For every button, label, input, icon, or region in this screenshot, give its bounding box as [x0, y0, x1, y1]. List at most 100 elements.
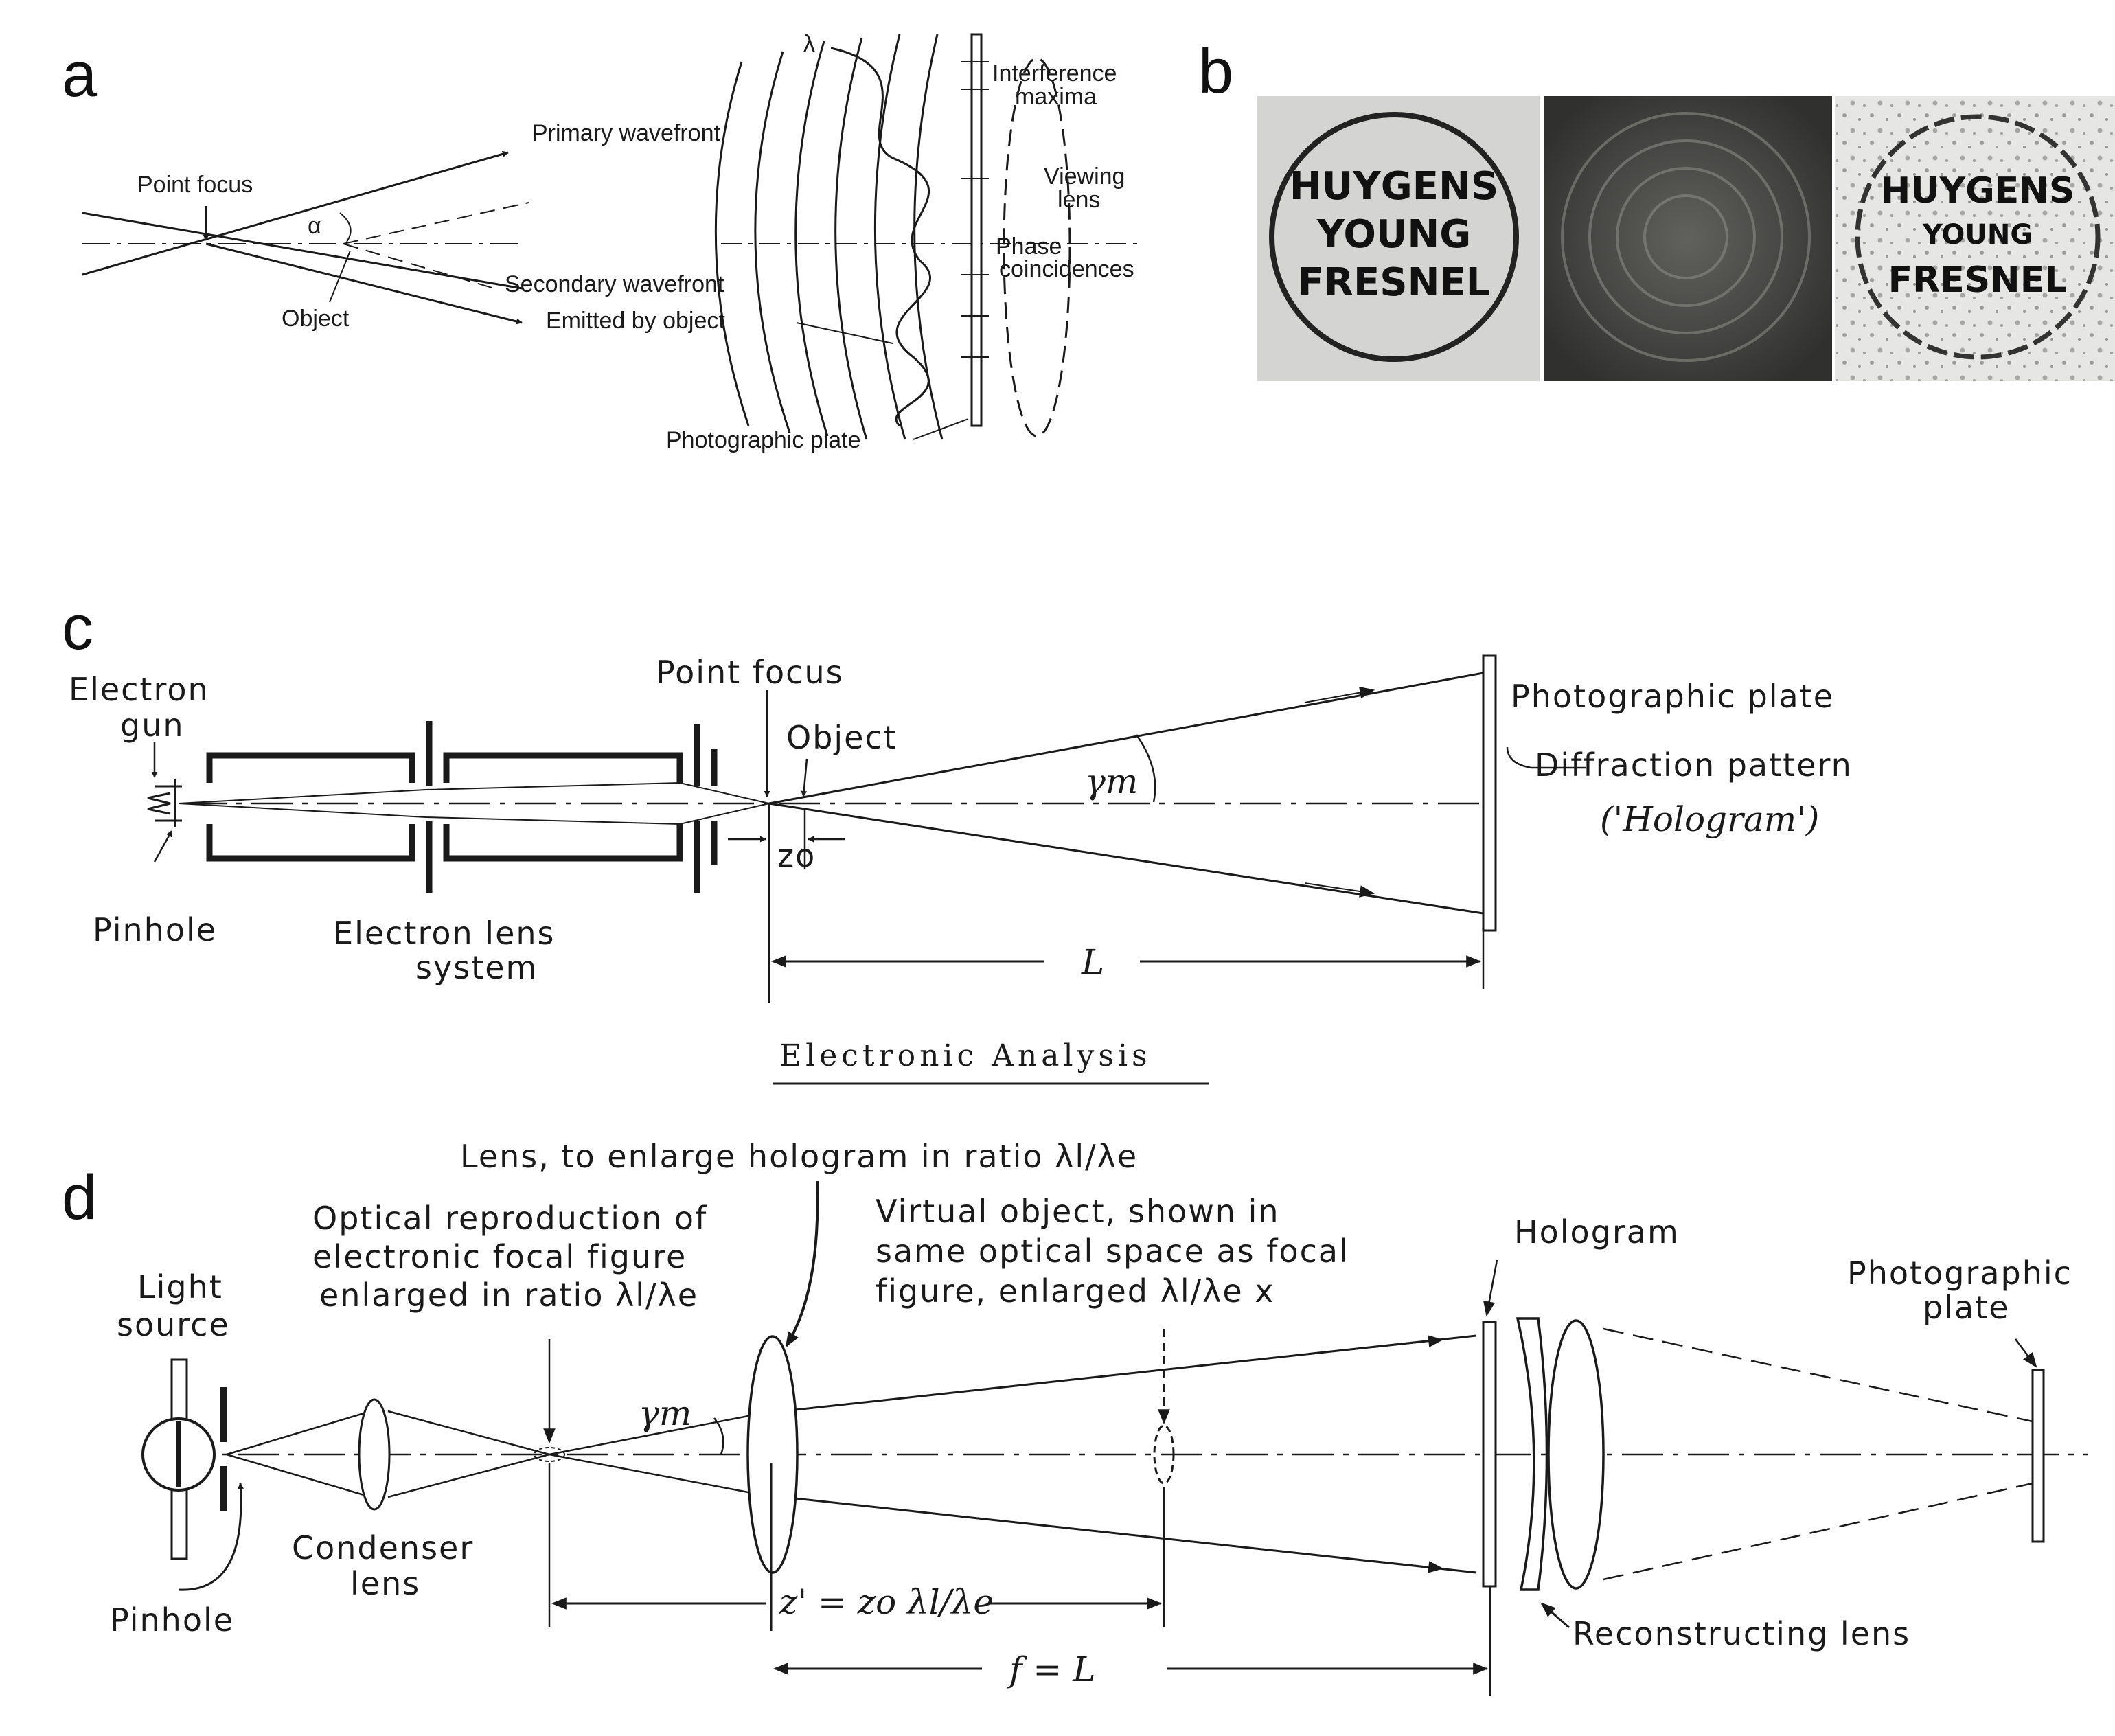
photo-3-line-3: FRESNEL — [1888, 260, 2068, 301]
ray-c-lower — [768, 802, 1484, 915]
ray-d-lower — [782, 1496, 1477, 1574]
label-object-a: Object — [282, 306, 350, 332]
photo-circle-3 — [1855, 114, 2101, 360]
heading-electronic-analysis: Electronic Analysis — [779, 1038, 1152, 1073]
photo-tile-original — [1257, 96, 1540, 381]
label-pinhole-c: Pinhole — [93, 911, 217, 948]
label-viewing-2: lens — [1058, 187, 1100, 213]
label-object-c: Object — [786, 719, 898, 756]
panel-letter-a: a — [62, 40, 98, 110]
lens-box-1-top — [206, 752, 415, 783]
photo-3-line-2: YOUNG — [1922, 219, 2033, 251]
photographic-plate-a — [970, 33, 983, 427]
label-interference-1: Interference — [992, 60, 1117, 87]
label-primary-wavefront: Primary wavefront — [532, 120, 721, 146]
panel-letter-c: c — [62, 593, 93, 663]
plate-ticks — [961, 61, 989, 358]
photo-1-line-2: YOUNG — [1316, 212, 1471, 257]
label-condenser-2: lens — [350, 1565, 420, 1602]
label-photo-plate-d-1: Photographic — [1847, 1255, 2072, 1292]
pinhole-leader-d — [178, 1483, 244, 1591]
label-optical-repro-2: electronic focal figure — [312, 1238, 687, 1275]
label-zo: zo — [777, 837, 816, 874]
label-diffraction-pattern: Diffraction pattern — [1535, 746, 1853, 784]
label-light-source-2: source — [117, 1306, 230, 1343]
label-point-focus-a: Point focus — [137, 172, 253, 198]
secondary-dash-2 — [343, 243, 495, 289]
enlarging-lens — [746, 1335, 799, 1574]
lens-enlarge-leader — [785, 1180, 819, 1347]
label-secondary-wavefront: Secondary wavefront — [505, 271, 724, 297]
alpha-arc — [339, 212, 352, 242]
reconstructing-lens-plano — [1516, 1317, 1548, 1591]
label-alpha: α — [308, 213, 321, 239]
label-phase-2: coincidences — [999, 256, 1134, 282]
ray-emitted — [205, 242, 523, 325]
plate-leader-a — [913, 418, 969, 440]
emitted-leader — [796, 322, 893, 344]
virtual-object — [1153, 1424, 1175, 1485]
focal-figure — [534, 1447, 565, 1462]
label-virtual-object-1: Virtual object, shown in — [876, 1193, 1280, 1230]
photographic-plate-d — [2031, 1369, 2045, 1543]
gamma-arc-c — [1135, 734, 1156, 803]
panel-b-photos: HUYGENS YOUNG FRESNEL HUYGENS YOUNG FRES… — [1257, 96, 2115, 381]
label-phase-1: Phase — [996, 233, 1062, 260]
panel-letter-b: b — [1198, 36, 1233, 106]
label-emitted-by-object: Emitted by object — [546, 308, 725, 334]
lens-box-2-top — [443, 752, 683, 783]
secondary-dash — [343, 202, 529, 244]
label-reconstructing-lens: Reconstructing lens — [1573, 1615, 1910, 1652]
label-hologram-quote: ('Hologram') — [1600, 799, 1819, 839]
label-lens-enlarge: Lens, to enlarge hologram in ratio λl/λe — [460, 1138, 1138, 1175]
label-hologram: Hologram — [1514, 1213, 1680, 1250]
ray-d-upper — [782, 1334, 1477, 1413]
viewing-lens — [1003, 57, 1071, 437]
label-f-eq-L: f = L — [1007, 1649, 1095, 1689]
label-electron-gun-1: Electron — [69, 671, 209, 708]
photo-3-line-1: HUYGENS — [1881, 170, 2075, 212]
ray-lower — [82, 212, 523, 290]
label-condenser-1: Condenser — [292, 1529, 474, 1566]
label-light-source-1: Light — [137, 1268, 223, 1305]
label-electron-lens-2: system — [415, 949, 538, 986]
gamma-arc-d — [713, 1417, 724, 1455]
label-interference-2: maxima — [1015, 84, 1097, 110]
diffraction-leader — [1506, 746, 1586, 769]
label-pinhole-d: Pinhole — [110, 1601, 234, 1638]
electron-gun — [147, 792, 171, 815]
panel-a-diagram: Point focus Object α Primary wavefront S… — [82, 31, 1140, 453]
label-optical-repro-1: Optical reproduction of — [312, 1200, 707, 1237]
hologram-fringes — [1561, 112, 1811, 362]
label-L-c: L — [1081, 942, 1104, 982]
photo-1-line-1: HUYGENS — [1290, 164, 1498, 209]
label-electron-gun-2: gun — [120, 707, 185, 744]
wavefront-arcs — [714, 34, 944, 440]
label-optical-repro-3: enlarged in ratio λl/λe — [319, 1277, 698, 1314]
label-z-prime: z' = zo λl/λe — [779, 1582, 994, 1622]
photo-1-line-3: FRESNEL — [1298, 260, 1491, 305]
aperture-plates — [426, 721, 718, 893]
ray-upper — [82, 150, 509, 276]
label-photographic-plate-a: Photographic plate — [666, 427, 861, 453]
condenser-lens — [358, 1398, 391, 1511]
label-photographic-plate-c: Photographic plate — [1511, 678, 1834, 715]
lens-box-2-bottom — [443, 824, 683, 862]
label-gamma-d: γm — [639, 1393, 691, 1433]
label-point-focus-c: Point focus — [656, 654, 844, 691]
panel-letter-d: d — [62, 1163, 97, 1233]
intensity-curve — [830, 47, 931, 427]
panel-d-diagram: Lens, to enlarge hologram in ratio λl/λe… — [110, 1138, 2088, 1696]
hologram-plate — [1482, 1321, 1497, 1588]
object-leader — [329, 250, 351, 303]
lens-box-1-bottom — [206, 824, 415, 862]
photographic-plate-c — [1482, 654, 1497, 932]
panel-c-diagram: Electron gun Point focus Object γm Photo… — [69, 654, 1853, 1085]
label-viewing-1: Viewing — [1044, 163, 1125, 190]
label-virtual-object-2: same optical space as focal — [876, 1233, 1349, 1270]
reconstructing-lens — [1547, 1319, 1605, 1590]
label-virtual-object-3: figure, enlarged λl/λe x — [876, 1272, 1275, 1310]
label-photo-plate-d-2: plate — [1923, 1289, 2010, 1326]
label-electron-lens-1: Electron lens — [333, 915, 556, 952]
